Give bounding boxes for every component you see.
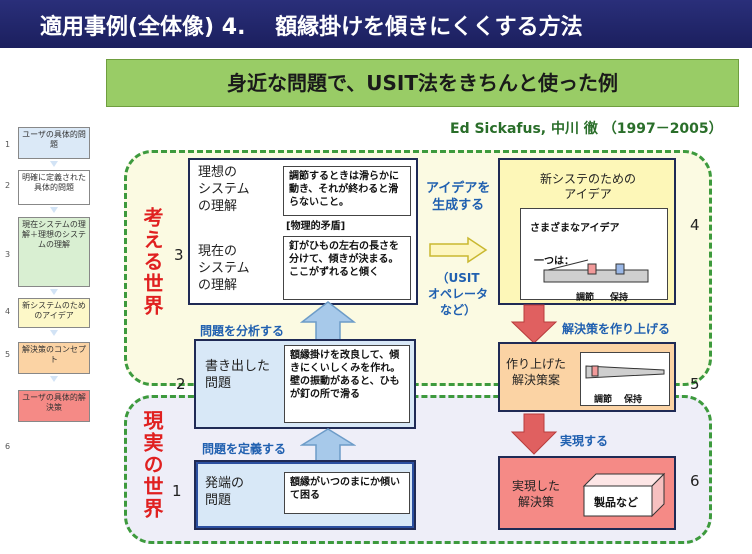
original-problem-label: 発端の 問題 — [205, 476, 245, 508]
usit-label: （USIT オペレータ など） — [428, 271, 489, 317]
box-number: 3 — [174, 246, 184, 264]
product-text: 製品など — [594, 496, 638, 509]
realized-solution-label: 実現した 解決策 — [512, 479, 561, 509]
current-system-text: 釘がひもの左右の長さを分けて、傾きが決まる。ここがずれると傾く — [283, 236, 411, 300]
step-box: 現在システムの理解＋理想のシステムの理解 — [18, 217, 90, 287]
concept-hold-caption: 保持 — [624, 395, 643, 405]
step-number: 6 — [5, 442, 11, 451]
step-arrow — [50, 376, 58, 382]
box-number: 1 — [172, 482, 182, 500]
new-idea-title: 新システのための アイデア — [539, 172, 636, 201]
step-arrow — [50, 330, 58, 336]
written-problem-label: 書き出した 問題 — [205, 359, 271, 391]
step-number: 3 — [5, 250, 11, 259]
product-box-sketch — [582, 472, 666, 518]
step-number: 5 — [5, 350, 11, 359]
box-number: 4 — [690, 216, 700, 234]
step-arrow — [50, 207, 58, 213]
box-number: 2 — [176, 375, 186, 393]
adjust-caption: 調節 — [576, 293, 595, 303]
concept-illustration-frame — [580, 352, 670, 406]
realize-arrow — [510, 413, 558, 455]
concept-sketch — [585, 365, 665, 379]
credit-text: Ed Sickafus, 中川 徹 （1997－2005） — [450, 121, 723, 137]
step-box: 新システムのためのアイデア — [18, 298, 90, 328]
box-number: 6 — [690, 472, 700, 490]
generate-label: アイデアを 生成する — [426, 181, 491, 213]
step-box: 解決策のコンセプト — [18, 342, 90, 374]
real-world-label: 現実の世界 — [140, 410, 164, 520]
build-arrow — [510, 304, 558, 344]
analyze-arrow — [300, 301, 356, 342]
step-box: ユーザの具体的問題 — [18, 127, 90, 159]
hanger-sketch — [543, 259, 649, 283]
think-world-label: 考える世界 — [140, 207, 164, 317]
step-number: 1 — [5, 140, 11, 149]
various-ideas-text: さまざまなアイデア — [530, 223, 620, 234]
idea-illustration-frame — [520, 208, 668, 300]
original-problem-text: 額縁がいつのまにか傾いて困る — [284, 472, 410, 514]
written-problem-text: 額縁掛けを改良して、傾きにくいしくみを作れ。壁の振動があると、ひもが釘の所で滑る — [284, 345, 410, 423]
page-title: 適用事例(全体像) 4. 額縁掛けを傾きにくくする方法 — [0, 0, 752, 48]
step-arrow — [50, 289, 58, 295]
define-arrow — [300, 428, 356, 463]
ideal-system-text: 調節するときは滑らかに動き、それが終わると滑らないこと。 — [283, 166, 411, 216]
generate-arrow — [429, 236, 488, 264]
define-label: 問題を定義する — [202, 442, 287, 456]
hold-caption: 保持 — [610, 293, 629, 303]
step-box: ユーザの具体的解決策 — [18, 390, 90, 422]
realize-label: 実現する — [560, 434, 609, 448]
step-box: 明確に定義された具体的問題 — [18, 170, 90, 205]
ideal-system-label: 理想の システム の理解 — [198, 165, 250, 214]
physical-contradiction-note: [物理的矛盾] — [286, 221, 346, 232]
subtitle-banner: 身近な問題で、USIT法をきちんと使った例 — [106, 59, 739, 107]
solution-concept-label: 作り上げた 解決策案 — [506, 357, 567, 387]
analyze-label: 問題を分析する — [200, 324, 285, 338]
concept-adjust-caption: 調節 — [594, 395, 613, 405]
one-idea-text: 一つは： — [534, 256, 574, 267]
step-arrow — [50, 161, 58, 167]
box-number: 5 — [690, 375, 700, 393]
build-label: 解決策を作り上げる — [562, 322, 671, 336]
step-number: 4 — [5, 307, 11, 316]
current-system-label: 現在の システム の理解 — [198, 244, 250, 293]
step-number: 2 — [5, 181, 11, 190]
